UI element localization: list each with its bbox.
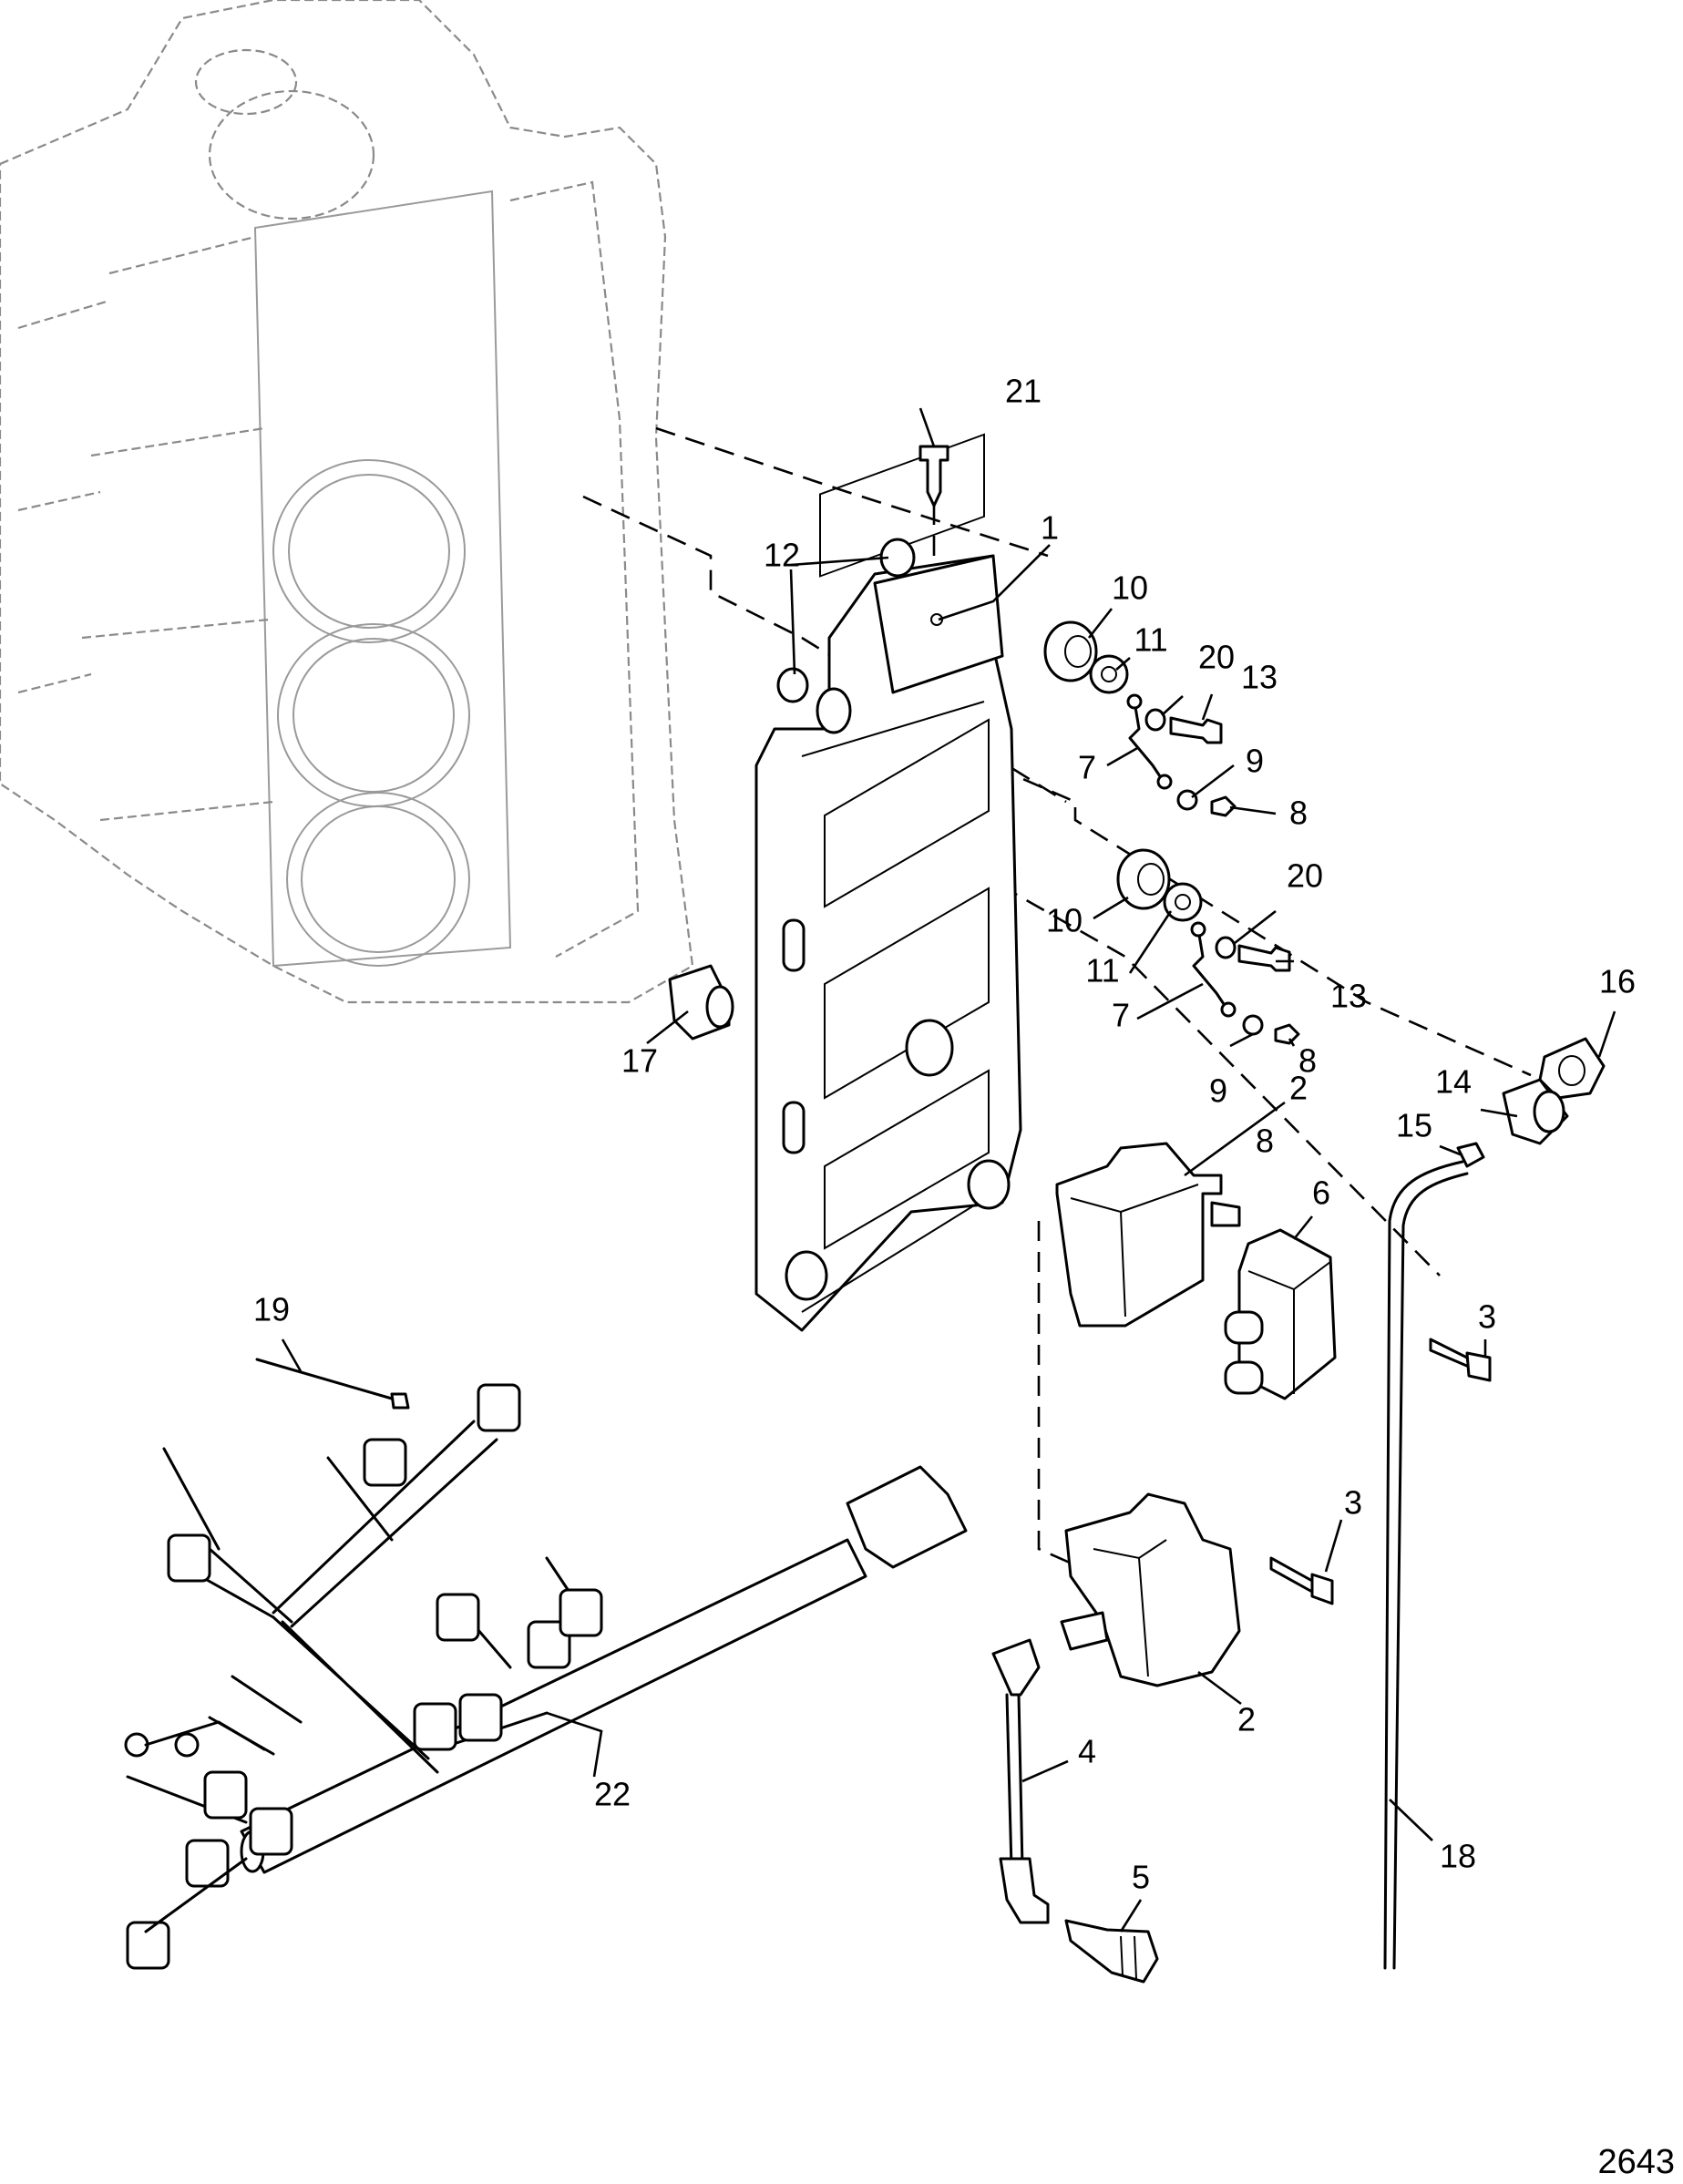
callout-11: 11 — [1085, 952, 1119, 989]
spark-plug-5 — [1064, 1919, 1159, 1984]
callout-8: 8 — [1256, 1123, 1274, 1160]
engine-block — [0, 0, 694, 1004]
spark-plug-lead-4 — [991, 1638, 1050, 1924]
module-6 — [1224, 1228, 1337, 1400]
callout-19: 19 — [253, 1291, 290, 1328]
callout-16: 16 — [1599, 963, 1636, 1000]
callout-8: 8 — [1289, 795, 1308, 832]
callout-7: 7 — [1078, 749, 1096, 786]
callout-4: 4 — [1078, 1733, 1096, 1770]
callout-labels: 1 2 2 3 3 4 5 6 7 7 8 8 8 9 9 10 10 11 1… — [253, 373, 1636, 1896]
callout-13: 13 — [1241, 659, 1278, 696]
sensor-17 — [668, 964, 734, 1041]
callout-10: 10 — [1046, 902, 1083, 939]
wiring-harness-22 — [124, 1383, 968, 1970]
callout-3: 3 — [1478, 1298, 1496, 1336]
callout-12: 12 — [764, 537, 800, 574]
callout-6: 6 — [1312, 1174, 1330, 1212]
callout-17: 17 — [621, 1042, 658, 1080]
callout-14: 14 — [1435, 1063, 1472, 1101]
bolt-3-lower — [1269, 1556, 1334, 1605]
clamp-sensor-fitting — [1456, 1037, 1606, 1168]
callout-13: 13 — [1330, 978, 1367, 1015]
hardware-set-lower — [1116, 848, 1300, 1045]
callout-8: 8 — [1298, 1042, 1317, 1080]
callout-21: 21 — [1005, 373, 1042, 410]
callout-15: 15 — [1396, 1107, 1432, 1144]
callout-1: 1 — [1041, 509, 1059, 547]
callout-2: 2 — [1289, 1070, 1308, 1107]
hardware-set-upper — [1043, 620, 1237, 817]
bolt-3-upper — [1429, 1338, 1492, 1382]
callout-5: 5 — [1132, 1859, 1150, 1896]
mounting-plate — [754, 433, 1022, 1332]
tube-18 — [1383, 1160, 1469, 1970]
callout-2: 2 — [1237, 1701, 1256, 1738]
ignition-coil-upper — [1055, 1142, 1241, 1328]
ignition-coil-lower — [1060, 1492, 1241, 1687]
leader-lines — [281, 407, 1616, 1933]
callout-18: 18 — [1440, 1838, 1476, 1875]
callout-20: 20 — [1198, 639, 1235, 676]
grommet-12 — [776, 538, 916, 703]
callout-10: 10 — [1112, 569, 1148, 607]
callout-9: 9 — [1246, 743, 1264, 780]
callout-9: 9 — [1209, 1072, 1227, 1110]
callout-7: 7 — [1112, 997, 1130, 1034]
callout-3: 3 — [1344, 1484, 1362, 1522]
figure-number: 2643 — [1597, 2143, 1675, 2181]
screw-21 — [918, 445, 949, 508]
cable-tie-19 — [255, 1358, 410, 1410]
callout-22: 22 — [594, 1776, 631, 1813]
callout-11: 11 — [1134, 621, 1167, 659]
callout-20: 20 — [1287, 857, 1323, 895]
